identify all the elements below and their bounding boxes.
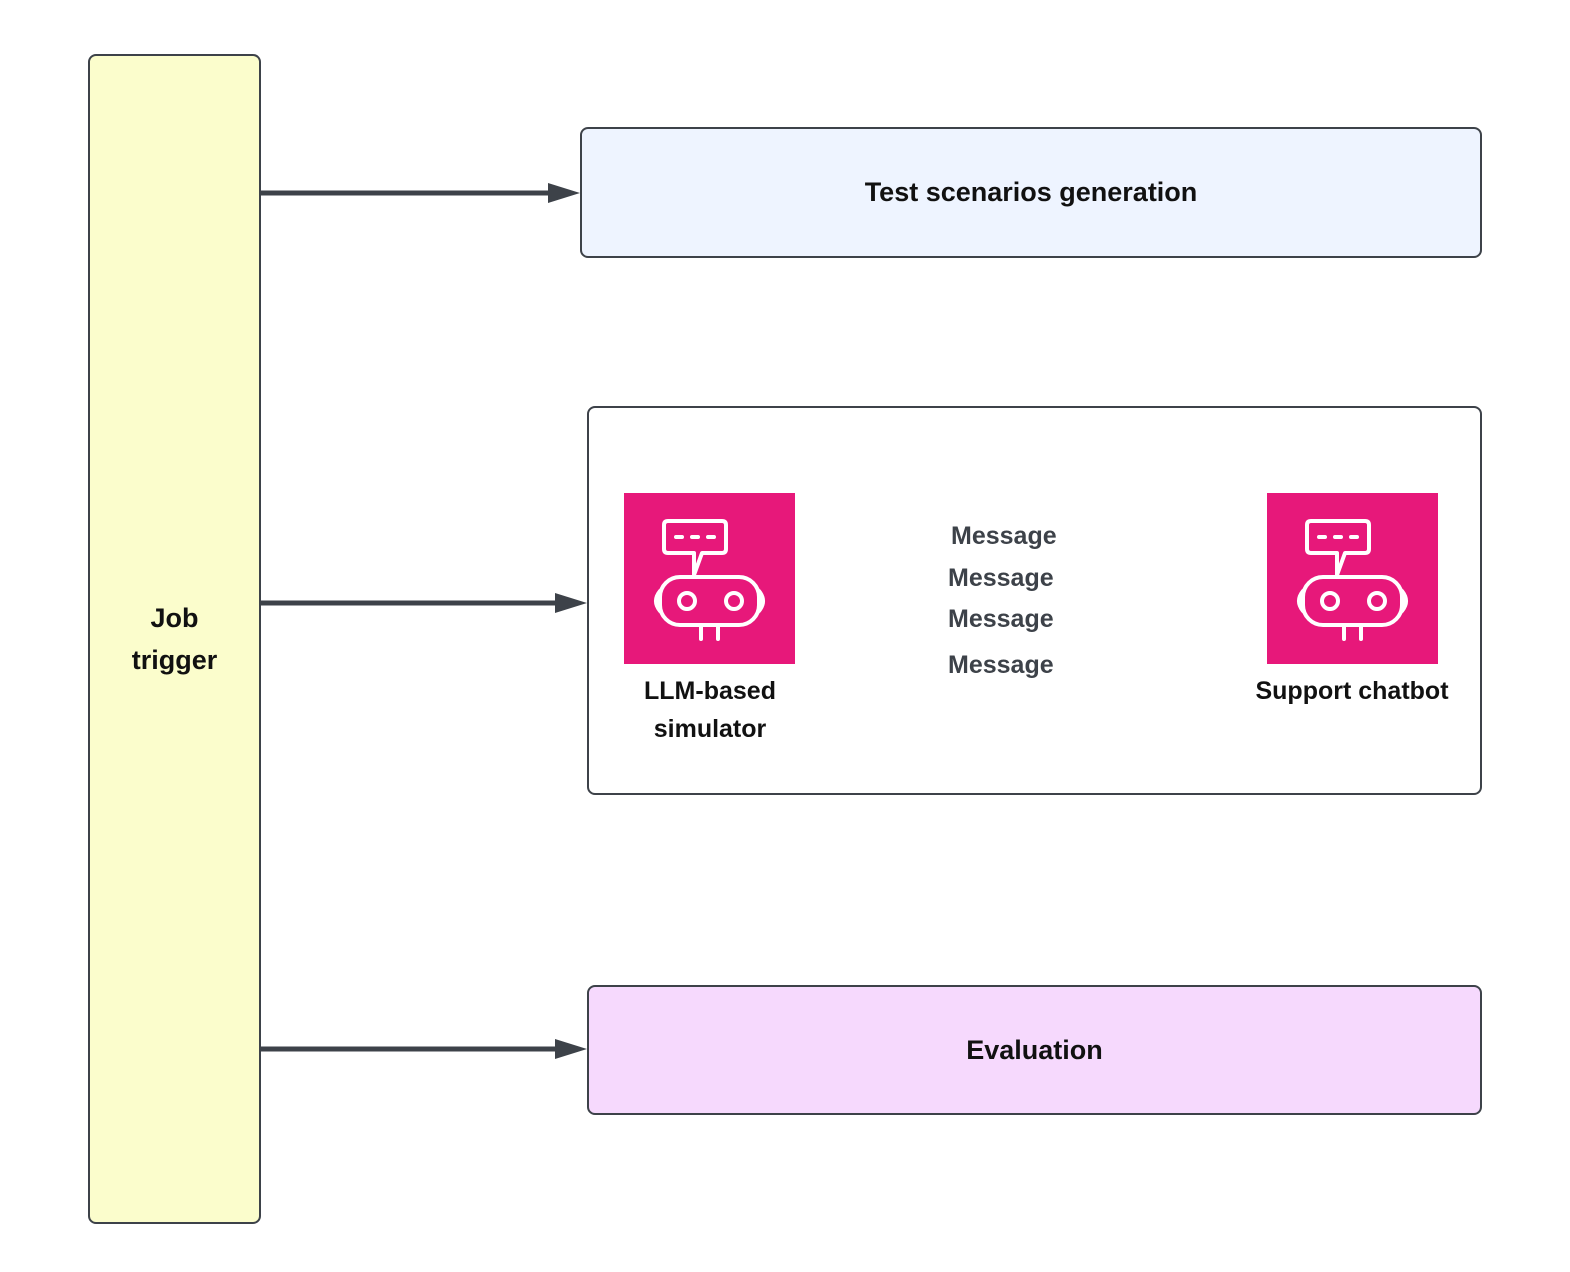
evaluation-node: Evaluation: [587, 985, 1482, 1115]
simulator-label-line1: LLM-based: [644, 677, 776, 705]
chatbot-node: [1267, 493, 1438, 664]
simulator-node: [624, 493, 795, 664]
chatbot-robot-icon: [654, 519, 765, 641]
message-label-4: Message: [947, 650, 1055, 680]
evaluation-label: Evaluation: [966, 1034, 1103, 1065]
chatbot-label: Support chatbot: [1255, 677, 1449, 705]
message-label-3: Message: [947, 604, 1055, 634]
job-trigger-line1: Job: [150, 603, 199, 633]
test-scenarios-node: Test scenarios generation: [580, 127, 1482, 258]
arrowhead-trigger-to-scenarios: [548, 183, 580, 203]
arrowhead-trigger-to-evaluation: [555, 1039, 587, 1059]
job-trigger-node: Job trigger: [88, 54, 261, 1224]
test-scenarios-label: Test scenarios generation: [864, 177, 1198, 207]
arrowhead-trigger-to-simulation: [555, 593, 587, 613]
chatbot-robot-icon: [1297, 519, 1408, 641]
simulator-label: LLM-based simulator: [610, 672, 810, 748]
message-label-2: Message: [947, 563, 1055, 593]
simulator-label-line2: simulator: [653, 715, 767, 743]
message-label-1: Message: [950, 521, 1058, 551]
job-trigger-line2: trigger: [131, 645, 218, 675]
